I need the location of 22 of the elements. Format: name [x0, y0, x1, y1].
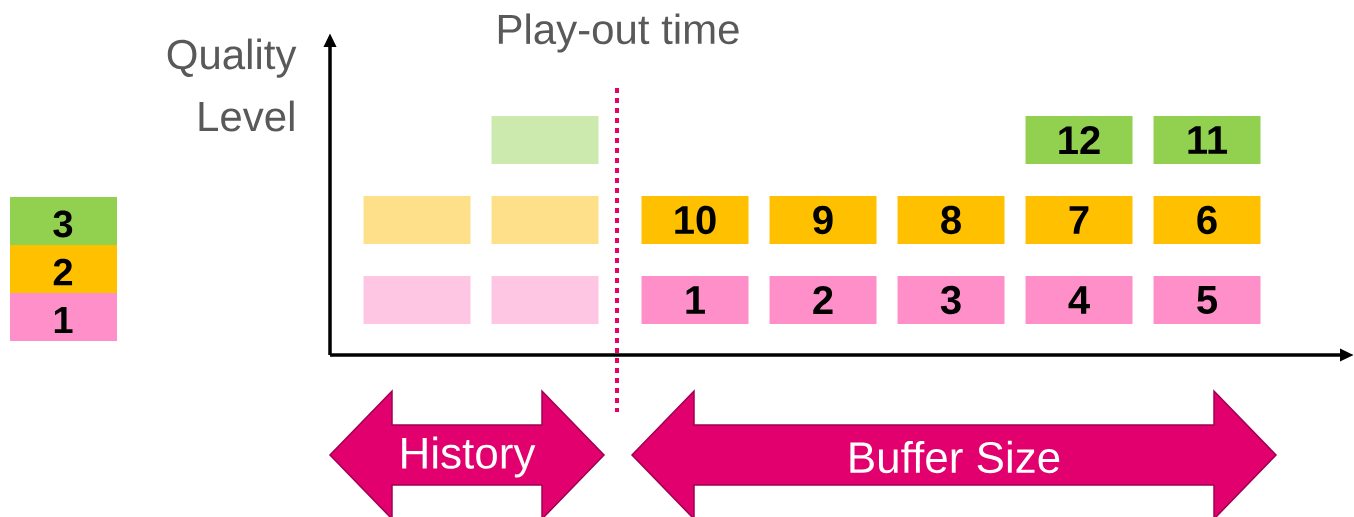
faded-segment-box	[363, 276, 471, 324]
segment-box: 6	[1153, 196, 1261, 244]
segment-box: 1	[641, 276, 749, 324]
segment-box: 7	[1025, 196, 1133, 244]
segment-box: 4	[1025, 276, 1133, 324]
legend-item: 2	[10, 245, 117, 293]
faded-segment-box	[363, 196, 471, 244]
segment-box: 12	[1025, 116, 1133, 164]
legend-item: 3	[10, 197, 117, 245]
faded-segment-box	[491, 276, 599, 324]
faded-segment-box	[491, 116, 599, 164]
axis-label: Quality Level	[167, 38, 297, 132]
segment-box: 5	[1153, 276, 1261, 324]
legend-item: 1	[10, 293, 117, 341]
axis-label: Play-out time	[498, 13, 739, 53]
faded-segment-box	[491, 196, 599, 244]
segment-box: 11	[1153, 116, 1261, 164]
segment-box: 10	[641, 196, 749, 244]
segment-box: 2	[769, 276, 877, 324]
segment-box: 9	[769, 196, 877, 244]
segment-box: 3	[897, 276, 1005, 324]
segment-box: 8	[897, 196, 1005, 244]
